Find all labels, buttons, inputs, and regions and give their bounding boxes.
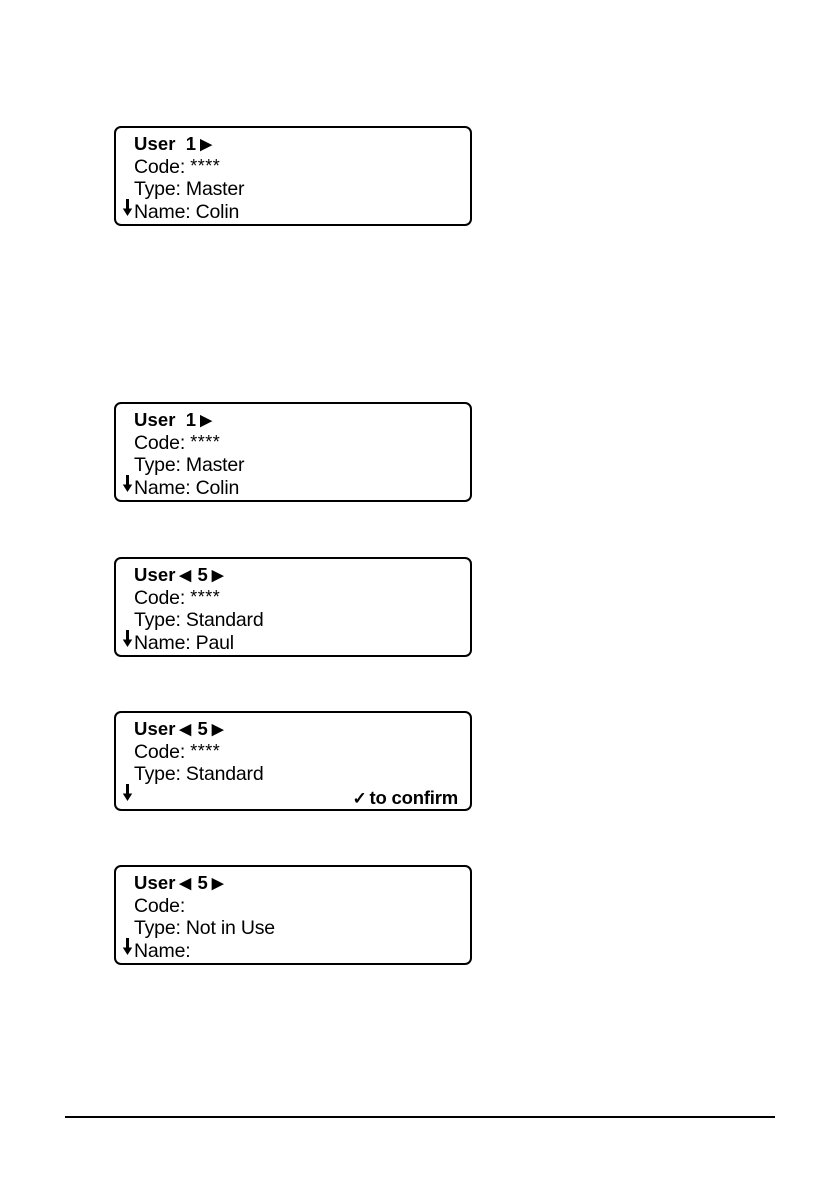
lcd-type-label: Type: (134, 178, 181, 200)
lcd-name-label: Name: (134, 477, 191, 499)
scroll-down-arrow-icon[interactable] (121, 784, 134, 802)
lcd-name-label: Name: (134, 201, 191, 223)
lcd-title-row: User 1▶ (134, 132, 462, 155)
lcd-name-label: Name: (134, 940, 191, 962)
lcd-type-row: Type: Master (134, 178, 462, 201)
lcd-panel-2: User 1▶ Code: **** Type: Master Name: Co… (114, 402, 472, 502)
lcd-type-value: Standard (185, 609, 264, 631)
lcd-code-row: Code: (134, 894, 462, 917)
lcd-screen-lines: User◀ 5▶ Code: **** Type: Standard ✓to c… (122, 717, 462, 809)
footer-divider-rule (65, 1116, 775, 1118)
next-user-arrow-icon[interactable]: ▶ (200, 136, 212, 153)
lcd-name-row: Name: (122, 938, 462, 963)
lcd-code-label: Code: (134, 156, 186, 178)
lcd-type-label: Type: (134, 917, 181, 939)
lcd-type-row: Type: Standard (134, 609, 462, 632)
lcd-code-value: **** (190, 587, 221, 607)
scroll-down-arrow-icon[interactable] (121, 630, 134, 648)
lcd-panel-4: User◀ 5▶ Code: **** Type: Standard ✓to c… (114, 711, 472, 811)
scroll-down-arrow-icon[interactable] (121, 938, 134, 956)
lcd-name-row: Name: Colin (122, 475, 462, 500)
lcd-user-number: 5 (197, 718, 208, 739)
lcd-code-row: Code: **** (134, 740, 462, 763)
lcd-code-row: Code: **** (134, 431, 462, 454)
lcd-code-label: Code: (134, 895, 186, 917)
lcd-panel-5: User◀ 5▶ Code: Type: Not in Use Name: (114, 865, 472, 965)
lcd-code-label: Code: (134, 587, 186, 609)
lcd-name-value: Colin (195, 477, 240, 499)
lcd-title-label: User (134, 718, 176, 739)
lcd-user-number: 5 (197, 564, 208, 585)
lcd-type-value: Not in Use (185, 917, 275, 939)
lcd-title-label: User (134, 564, 176, 585)
next-user-arrow-icon[interactable]: ▶ (211, 567, 224, 584)
lcd-name-value: Paul (195, 632, 234, 654)
prev-user-arrow-icon[interactable]: ◀ (179, 875, 192, 892)
lcd-type-label: Type: (134, 609, 181, 631)
lcd-screen-lines: User◀ 5▶ Code: **** Type: Standard Name:… (122, 563, 462, 655)
lcd-type-row: Type: Master (134, 454, 462, 477)
lcd-name-value: Colin (195, 201, 240, 223)
confirm-hint-label: to confirm (369, 787, 459, 808)
lcd-code-row: Code: **** (134, 586, 462, 609)
lcd-title-row: User 1▶ (134, 408, 462, 431)
lcd-title-row: User◀ 5▶ (134, 871, 462, 894)
lcd-screen-lines: User◀ 5▶ Code: Type: Not in Use Name: (122, 871, 462, 963)
lcd-user-number: 1 (185, 133, 197, 154)
prev-user-arrow-icon[interactable]: ◀ (179, 721, 192, 738)
scroll-down-arrow-icon[interactable] (121, 199, 134, 217)
next-user-arrow-icon[interactable]: ▶ (211, 721, 224, 738)
lcd-title-label: User (134, 872, 176, 893)
lcd-name-row: Name: Paul (122, 630, 462, 655)
lcd-type-row: Type: Standard (134, 763, 462, 786)
lcd-panel-1: User 1▶ Code: **** Type: Master Name: Co… (114, 126, 472, 226)
lcd-type-label: Type: (134, 763, 181, 785)
lcd-type-value: Master (185, 178, 245, 200)
lcd-name-row: Name: Colin (122, 199, 462, 224)
lcd-title-label: User (134, 409, 176, 430)
prev-user-arrow-icon[interactable]: ◀ (179, 567, 192, 584)
lcd-code-row: Code: **** (134, 155, 462, 178)
lcd-title-row: User◀ 5▶ (134, 717, 462, 740)
lcd-type-value: Master (185, 454, 245, 476)
lcd-type-row: Type: Not in Use (134, 917, 462, 940)
lcd-type-value: Standard (185, 763, 264, 785)
lcd-code-value: **** (190, 741, 221, 761)
next-user-arrow-icon[interactable]: ▶ (211, 875, 224, 892)
lcd-confirm-row: ✓to confirm (122, 784, 462, 809)
lcd-title-row: User◀ 5▶ (134, 563, 462, 586)
lcd-title-label: User (134, 133, 176, 154)
lcd-user-number: 1 (185, 409, 197, 430)
lcd-type-label: Type: (134, 454, 181, 476)
lcd-name-label: Name: (134, 632, 191, 654)
scroll-down-arrow-icon[interactable] (121, 475, 134, 493)
lcd-screen-lines: User 1▶ Code: **** Type: Master Name: Co… (122, 408, 462, 500)
lcd-code-label: Code: (134, 432, 186, 454)
lcd-user-number: 5 (197, 872, 208, 893)
confirm-tick-icon: ✓ (352, 789, 367, 808)
next-user-arrow-icon[interactable]: ▶ (200, 412, 212, 429)
lcd-screen-lines: User 1▶ Code: **** Type: Master Name: Co… (122, 132, 462, 224)
lcd-code-value: **** (190, 432, 221, 452)
lcd-code-label: Code: (134, 741, 186, 763)
lcd-panel-3: User◀ 5▶ Code: **** Type: Standard Name:… (114, 557, 472, 657)
lcd-code-value: **** (190, 156, 221, 176)
